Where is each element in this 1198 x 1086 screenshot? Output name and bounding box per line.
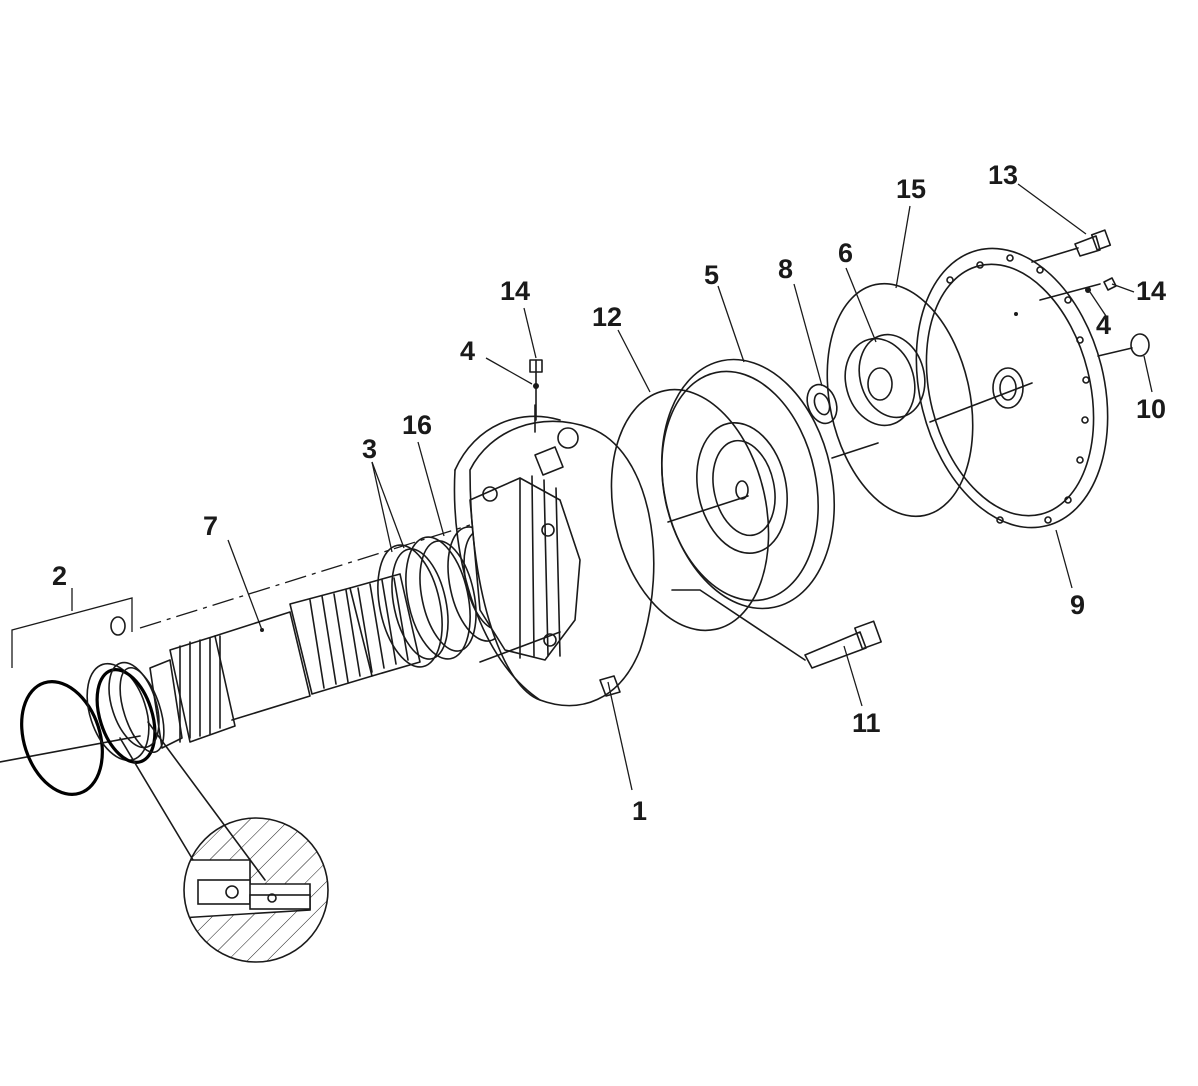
leader-lines [71,183,1153,791]
label-16: 16 [402,410,432,440]
spring-cup-6 [844,333,926,427]
label-11: 11 [852,708,881,738]
breather-14-right [1039,277,1117,301]
seal-detail-inset [119,721,329,963]
label-9: 9 [1070,590,1085,620]
piston-5 [660,358,836,610]
shaft [119,573,421,754]
label-3: 3 [362,434,377,464]
label-4-right: 4 [1096,310,1111,340]
plug-10 [1097,333,1150,357]
label-8: 8 [778,254,793,284]
housing [453,404,655,707]
bolt-11 [671,589,882,669]
label-7: 7 [203,511,218,541]
o-ring-12 [610,388,770,632]
label-12: 12 [592,302,622,332]
label-15: 15 [896,174,926,204]
label-5: 5 [704,260,719,290]
washer-8 [806,383,838,425]
bolt-13 [1031,229,1112,263]
callout-labels: 1 2 3 4 4 5 6 7 8 9 10 11 12 13 14 14 15… [52,160,1166,826]
label-10: 10 [1136,394,1166,424]
cover-9 [915,247,1109,529]
label-13: 13 [988,160,1018,190]
center-axis [0,382,1033,763]
gear-pair [377,536,477,668]
o-ring-seal [20,680,104,796]
o-ring-15 [826,282,974,518]
bracket-2 [11,597,133,668]
label-1: 1 [632,796,647,826]
label-14-top: 14 [500,276,530,306]
label-6: 6 [838,238,853,268]
label-4-top: 4 [460,336,475,366]
label-2: 2 [52,561,67,591]
label-14-right: 14 [1136,276,1166,306]
breather-14-top [529,359,543,421]
